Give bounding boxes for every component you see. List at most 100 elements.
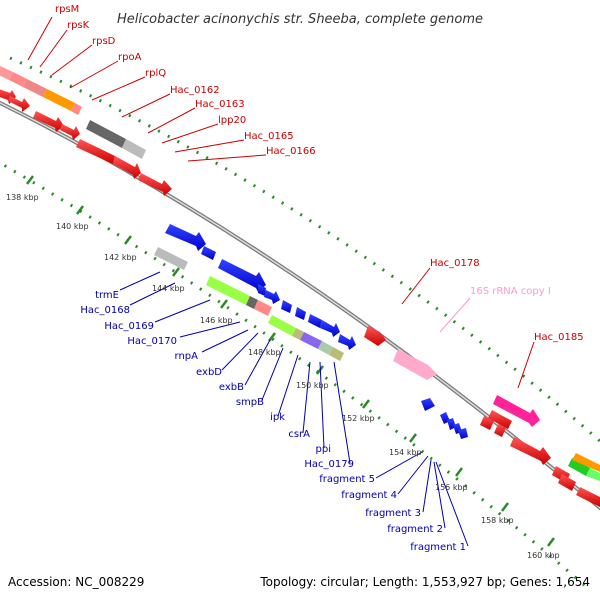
label-csrA: csrA [288, 429, 310, 440]
fragment-leaders [375, 451, 469, 547]
major-tick-mark [220, 299, 228, 309]
middle-genes [154, 224, 356, 361]
tick-146-kbp: 146 kbp [200, 316, 233, 325]
leader-smpB [261, 347, 284, 401]
major-ticks [26, 175, 555, 547]
major-tick-mark [172, 267, 180, 277]
leader-rpsD [51, 44, 93, 76]
arrow-right-g [576, 487, 600, 507]
label-exbD: exbD [196, 367, 222, 378]
label-trmE: trmE [95, 290, 119, 301]
label-rnpA: rnpA [175, 351, 199, 362]
arrow-Hac_0166-e [138, 173, 172, 196]
gene-right-green [568, 458, 590, 476]
right-middle-genes [364, 326, 468, 439]
leader-Hac_0170 [179, 321, 241, 338]
gene-rpoA [43, 89, 75, 111]
arrow-Hac_0166-d [113, 156, 141, 179]
arrow-mid-c [308, 314, 322, 328]
top-labels: rpsM rpsK rpsD rpoA rplQ Hac_0162 Hac_01… [55, 4, 316, 157]
leader-ipk [277, 354, 299, 417]
label-lpp20: lpp20 [218, 115, 246, 126]
label-Hac_0166: Hac_0166 [266, 146, 316, 157]
major-tick-mark [124, 235, 132, 245]
label-smpB: smpB [236, 397, 264, 408]
arrow-mid-e [338, 334, 356, 350]
arrow-mid-d [320, 320, 340, 337]
label-rpsD: rpsD [92, 36, 116, 47]
label-Hac_0170: Hac_0170 [127, 336, 177, 347]
fragment-e [458, 428, 468, 439]
arrow-Hac_0166-a [33, 111, 64, 132]
gene-16S-rRNA [393, 349, 437, 380]
major-tick-mark [501, 502, 509, 512]
tick-labels: 138 kbp 140 kbp 142 kbp 144 kbp 146 kbp … [6, 193, 560, 560]
label-Hac_0162: Hac_0162 [170, 85, 220, 96]
label-fragment-4: fragment 4 [341, 490, 397, 501]
leader-rnpA [201, 329, 249, 353]
tick-142-kbp: 142 kbp [104, 253, 137, 262]
gene-exbB [254, 300, 272, 316]
tick-160-kbp: 160 kbp [527, 551, 560, 560]
tick-156-kbp: 156 kbp [435, 483, 468, 492]
tick-138-kbp: 138 kbp [6, 193, 39, 202]
leader-16S-rRNA [439, 297, 471, 333]
top-leaders [27, 16, 267, 162]
label-Hac_0179: Hac_0179 [304, 459, 354, 470]
left-leaders [119, 271, 351, 464]
gene-ppi [318, 341, 333, 355]
leader-ppi [319, 361, 325, 449]
major-tick-mark [268, 332, 276, 342]
arrow-right-c [494, 424, 506, 437]
gene-exbD [246, 296, 258, 309]
gene-Hac_0178 [364, 326, 386, 346]
major-tick-mark [409, 433, 417, 443]
major-tick-mark [455, 467, 463, 477]
label-rpsK: rpsK [67, 20, 90, 31]
tick-152-kbp: 152 kbp [342, 414, 375, 423]
gene-ipk [292, 328, 304, 340]
leader-Hac_0179 [333, 361, 351, 464]
leader-fragment-4 [397, 455, 429, 495]
arrow-right-b [480, 416, 494, 430]
leader-Hac_0163 [147, 107, 196, 134]
fragment-labels: fragment 5 fragment 4 fragment 3 fragmen… [319, 474, 466, 553]
leader-lpp20 [161, 123, 219, 144]
top-red-arrows [0, 89, 172, 196]
label-Hac_0163: Hac_0163 [195, 99, 245, 110]
gene-Hac_0169 [201, 246, 216, 260]
gene-Hac_0162 [86, 120, 126, 148]
arrow-small-b [264, 290, 280, 304]
fragment-a [421, 398, 435, 411]
genome-title: Helicobacter acinonychis str. Sheeba, co… [117, 12, 483, 27]
arrow-small-a [258, 284, 266, 296]
leader-Hac_0185 [517, 341, 535, 389]
arrow-mid-b [295, 307, 306, 320]
label-ipk: ipk [270, 412, 285, 423]
leader-fragment-1 [435, 461, 469, 547]
leader-fragment-5 [375, 451, 423, 479]
label-16S-rRNA: 16S rRNA copy I [470, 286, 551, 297]
label-rpsM: rpsM [55, 4, 79, 15]
label-exbB: exbB [219, 382, 244, 393]
gene-smpB [268, 315, 296, 336]
gene-rplQ [71, 103, 82, 115]
label-rpoA: rpoA [118, 52, 142, 63]
leader-exbB [244, 339, 271, 386]
leader-Hac_0162 [121, 93, 171, 118]
arrow-Hac_0166-c [76, 139, 115, 164]
leader-rpsK [39, 29, 68, 68]
dotted-track-outer [9, 56, 600, 444]
top-genes [0, 65, 146, 159]
arrow-Hac_0166-b [60, 124, 80, 140]
leader-Hac_0169 [154, 299, 211, 323]
gene-Hac_0179 [329, 347, 344, 361]
right-leaders [401, 267, 535, 389]
major-tick-mark [26, 175, 34, 185]
accession-text: Accession: NC_008229 [8, 575, 145, 589]
leader-Hac_0178 [401, 267, 431, 305]
leader-rpsM [27, 16, 53, 61]
gene-right-green-b [586, 468, 600, 481]
arrow-right-f [558, 474, 576, 491]
